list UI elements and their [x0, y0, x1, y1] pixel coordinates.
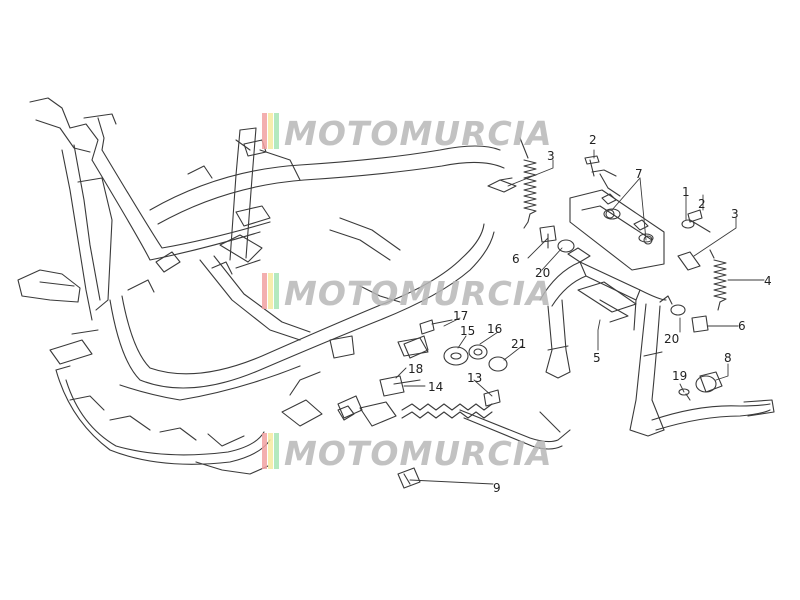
scooter-frame: [17, 97, 505, 475]
callout-17: 17: [453, 309, 468, 323]
callout-3a: 3: [547, 149, 555, 163]
callout-16: 16: [487, 322, 502, 336]
watermark-logo-middle: MOTOMURCIA: [262, 273, 553, 313]
callout-15: 15: [460, 324, 475, 338]
callout-2b: 2: [698, 197, 706, 211]
callout-21: 21: [511, 337, 526, 351]
callout-3b: 3: [731, 207, 739, 221]
callout-4: 4: [764, 274, 772, 288]
svg-text:MOTOMURCIA: MOTOMURCIA: [284, 274, 553, 313]
svg-text:MOTOMURCIA: MOTOMURCIA: [284, 114, 553, 153]
callout-13: 13: [467, 371, 482, 385]
center-stand-assembly: [487, 137, 775, 437]
callout-6a: 6: [512, 252, 520, 266]
watermark-logo-bottom: MOTOMURCIA: [262, 433, 553, 473]
callout-8: 8: [724, 351, 732, 365]
callout-18: 18: [408, 362, 423, 376]
callout-6b: 6: [738, 319, 746, 333]
callout-19: 19: [672, 369, 687, 383]
side-stand-assembly: [337, 319, 571, 489]
svg-text:MOTOMURCIA: MOTOMURCIA: [284, 434, 553, 473]
callout-14: 14: [428, 380, 443, 394]
callout-2a: 2: [589, 133, 597, 147]
callout-5: 5: [593, 351, 601, 365]
watermark-logo-top: MOTOMURCIA: [262, 113, 553, 153]
callout-labels: 1 2 2 3 3 4 5 6 6 7 8 9 13 14 15 16 17 1…: [408, 133, 772, 495]
callout-7: 7: [635, 167, 643, 181]
callout-20a: 20: [535, 266, 550, 280]
callout-1: 1: [682, 185, 690, 199]
leader-lines: [395, 149, 765, 485]
callout-20b: 20: [664, 332, 679, 346]
callout-9: 9: [493, 481, 501, 495]
